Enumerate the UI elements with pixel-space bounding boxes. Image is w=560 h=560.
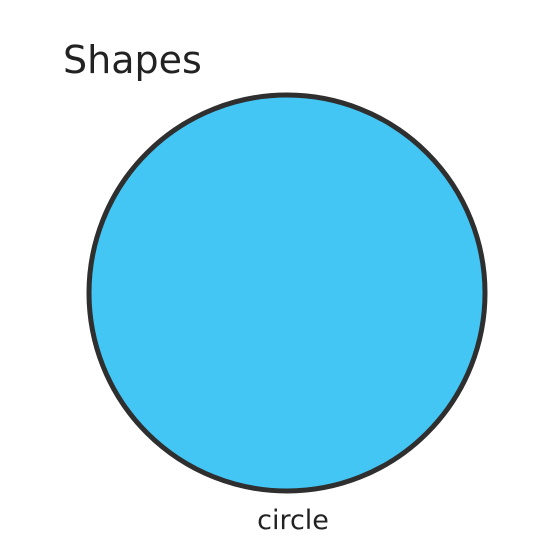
page-title: Shapes (63, 38, 202, 82)
circle-label: circle (257, 505, 329, 536)
circle-shape (86, 92, 488, 494)
